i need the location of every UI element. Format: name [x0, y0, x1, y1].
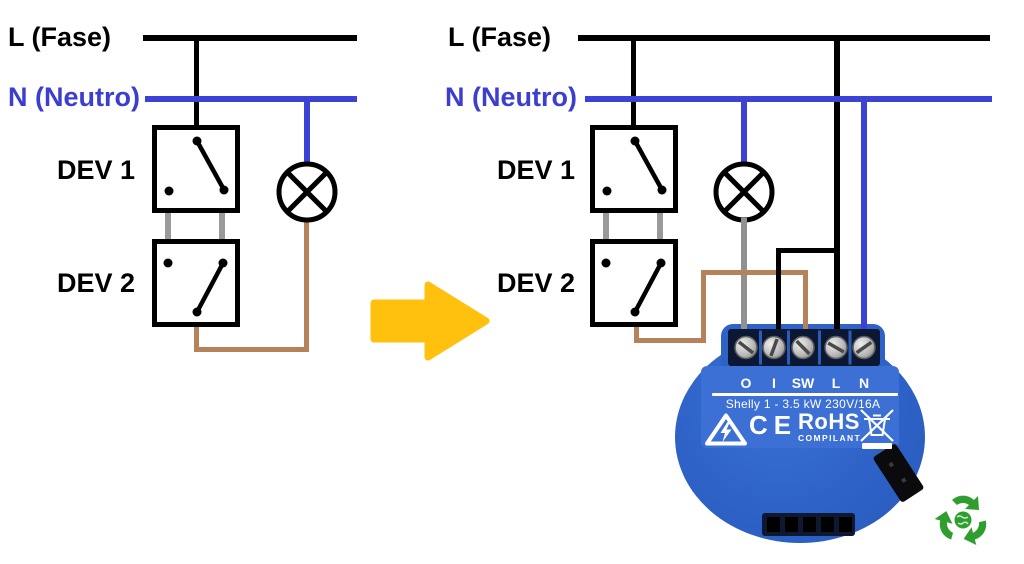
neutral-label: N (Neutro) — [8, 82, 140, 112]
shelly-sw-wire — [701, 270, 808, 275]
shelly-terminal-block — [728, 329, 880, 366]
terminal-label-n: N — [858, 375, 870, 391]
dev2-switch-box — [152, 239, 240, 327]
dev1-switch-box — [590, 125, 678, 213]
switch-link-wire — [165, 211, 171, 241]
dev2-label: DEV 2 — [57, 268, 136, 298]
dev2-switch-box — [590, 239, 678, 327]
shelly-model-text: Shelly 1 - 3.5 kW 230V/16A — [725, 397, 881, 411]
lamp-output-wire — [741, 218, 747, 336]
warning-lightning-icon — [705, 413, 747, 446]
shelly-neutral-wire — [861, 99, 867, 336]
vent-slots — [762, 513, 855, 536]
shelly-sw-wire — [634, 327, 639, 343]
weee-bin-icon — [860, 409, 894, 442]
switch-link-wire — [603, 211, 609, 241]
phase-label: L (Fase) — [448, 22, 552, 52]
switch-link-wire — [219, 211, 225, 241]
phase-drop-wire — [194, 38, 199, 126]
neutral-bus-line — [585, 96, 992, 102]
shelly-i-bridge-wire — [776, 248, 781, 336]
terminal-label-l: L — [831, 375, 841, 391]
phase-bus-line — [143, 35, 357, 41]
lamp-neutral-wire — [741, 99, 747, 165]
neutral-label: N (Neutro) — [445, 82, 577, 112]
lamp-neutral-wire — [304, 99, 310, 165]
shelly-sw-wire — [701, 270, 706, 343]
phase-drop-wire — [631, 38, 636, 126]
terminal-screw — [734, 335, 876, 360]
terminal-label-i: I — [772, 375, 776, 391]
shelly-l-feed-wire — [834, 248, 840, 336]
shelly-sw-wire — [634, 338, 706, 343]
neutral-bus-line — [145, 96, 357, 102]
dev1-switch-box — [152, 125, 240, 213]
phase-label: L (Fase) — [8, 22, 112, 52]
switch-link-wire — [657, 211, 663, 241]
ce-mark: CE — [749, 410, 798, 440]
label-divider-line — [712, 393, 898, 396]
transform-arrow-icon — [370, 281, 490, 361]
terminal-label-sw: SW — [791, 375, 815, 391]
weee-bar — [862, 443, 892, 449]
rohs-mark: RoHS — [798, 409, 860, 434]
lamp-icon — [713, 161, 775, 223]
dev2-label: DEV 2 — [497, 268, 576, 298]
shelly-i-bridge-wire — [776, 248, 840, 253]
lamp-icon — [276, 161, 338, 223]
switch-return-wire — [194, 327, 199, 352]
switch-return-wire — [194, 347, 309, 352]
dev1-label: DEV 1 — [57, 155, 136, 185]
switch-return-wire — [304, 220, 309, 352]
shelly-label-sticker — [701, 366, 899, 448]
phase-bus-line — [578, 35, 990, 41]
rohs-compliant-text: COMPILANT — [798, 433, 862, 443]
shelly-l-feed-wire — [834, 38, 840, 250]
terminal-label-o: O — [740, 375, 752, 391]
dev1-label: DEV 1 — [497, 155, 576, 185]
recycle-icon — [934, 495, 987, 545]
shelly-sw-wire — [803, 270, 808, 336]
